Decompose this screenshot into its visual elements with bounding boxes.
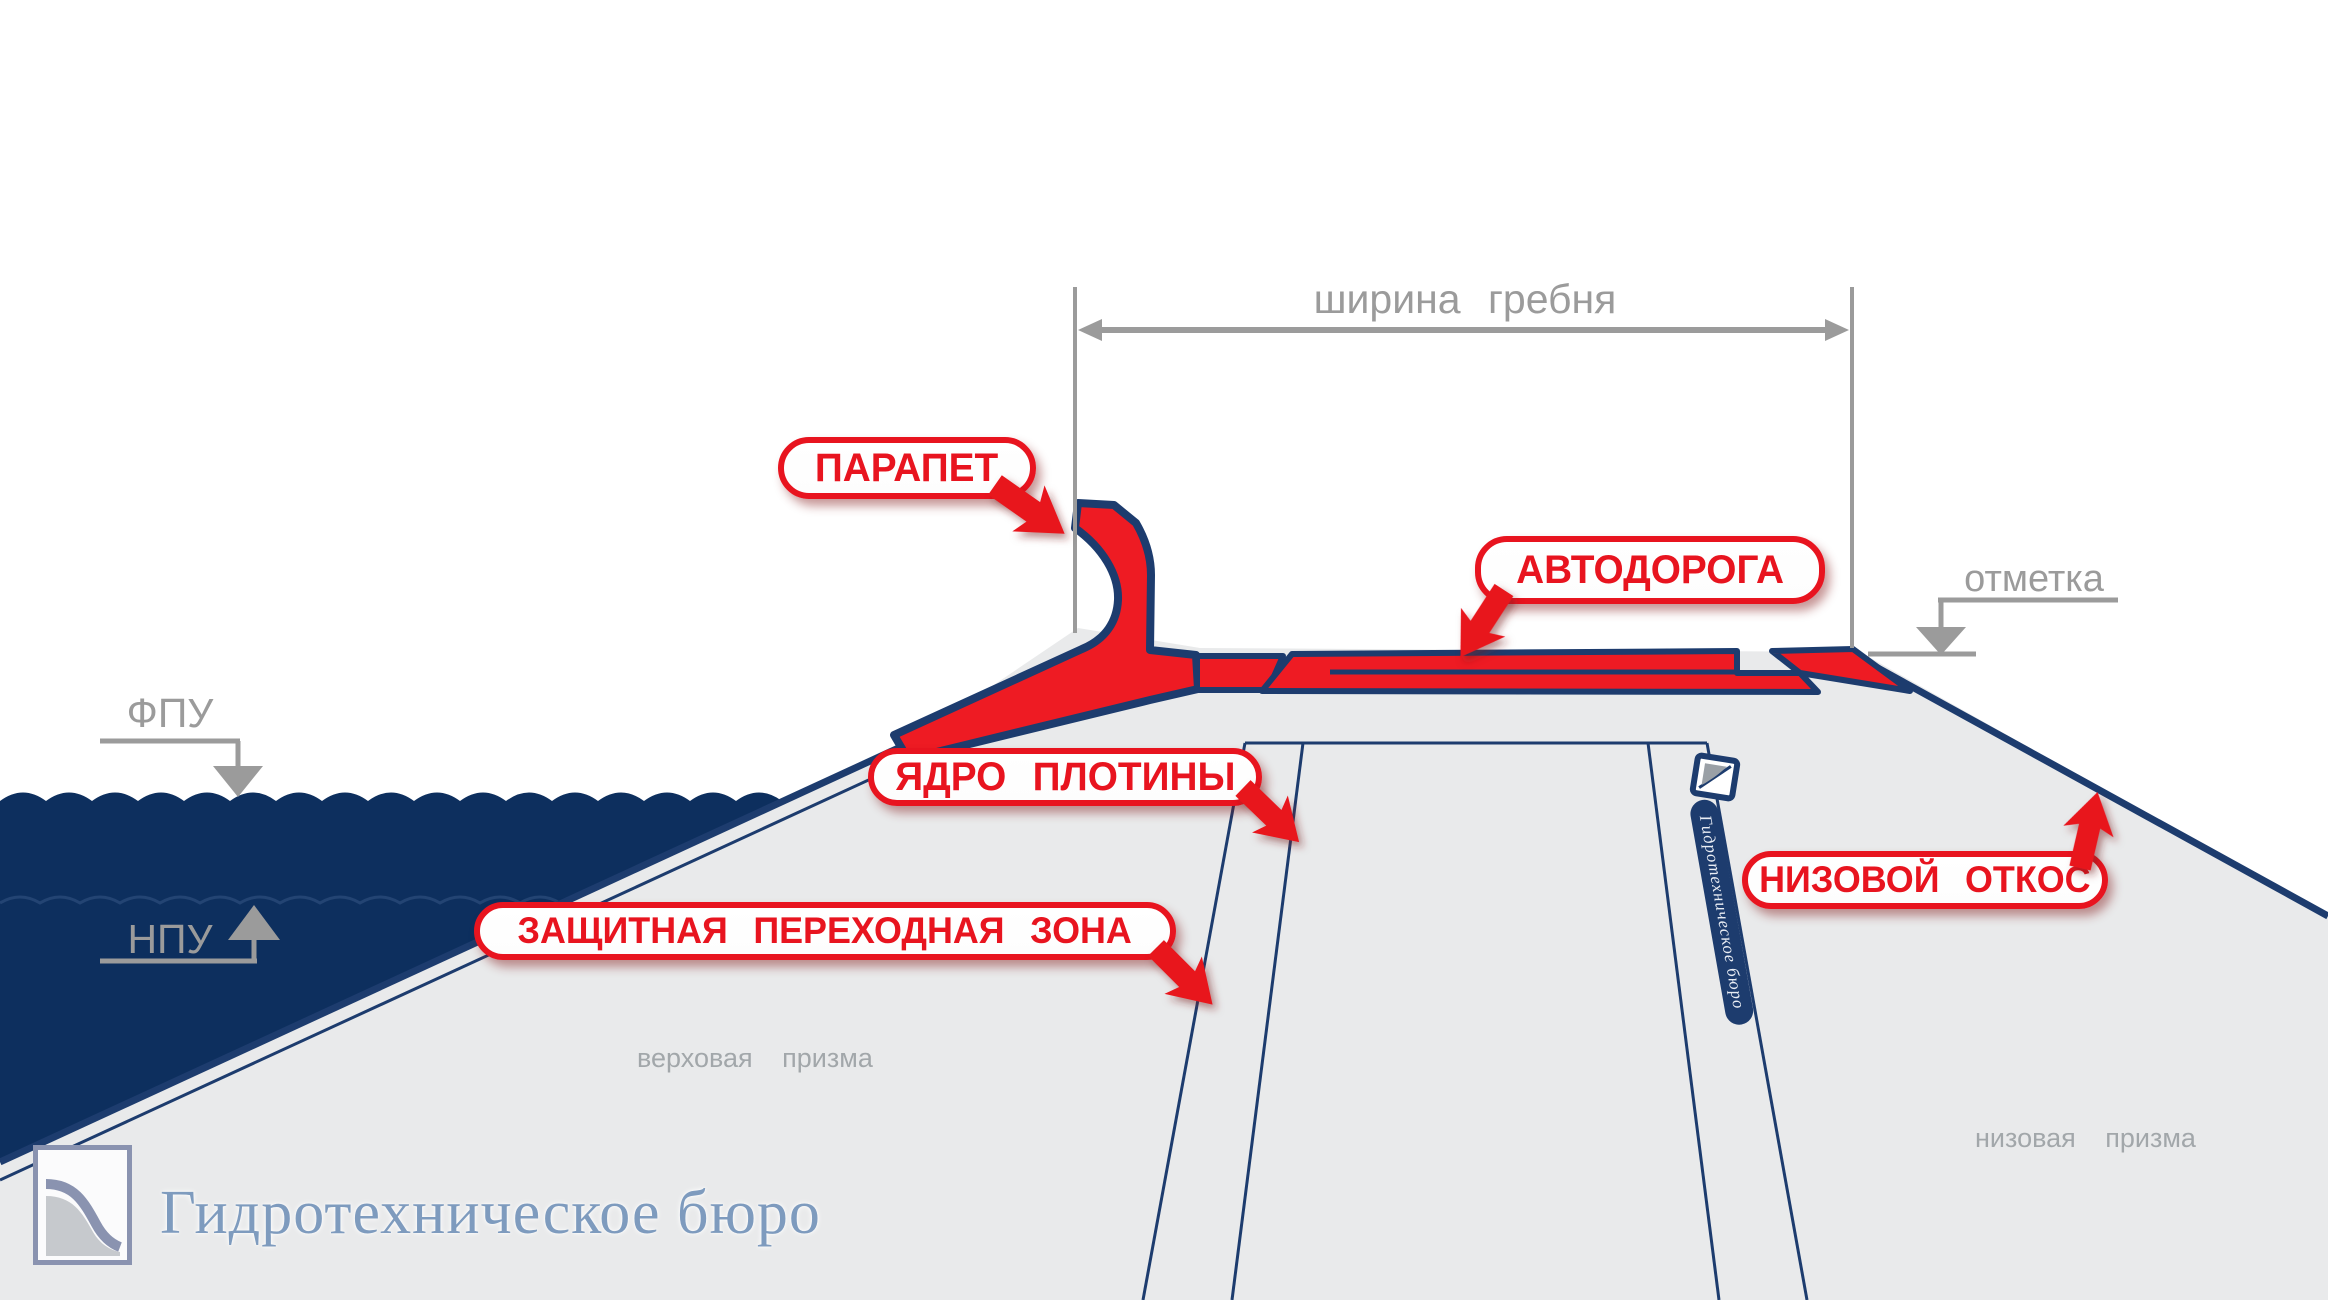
upstream-prism-label: верховая призма [637,1043,873,1073]
callout-road-label: АВТОДОРОГА [1516,547,1784,592]
elevation-label: отметка [1964,558,2104,600]
logo-text: Гидротехническое бюро [160,1179,821,1247]
watermark-sign [1688,751,1742,803]
crest-right-wedge [1769,646,1913,694]
core-right-line [1646,742,1721,1300]
logo [33,1145,132,1265]
npu-label: НПУ [127,916,213,962]
upstream-slope-line [0,741,907,1166]
npu-triangle [228,905,280,940]
dimension-arrow-right [1825,319,1849,341]
callout-core: ЯДРО ПЛОТИНЫ [868,748,1262,806]
measurements [100,287,2118,964]
watermark-sign-icon [1698,763,1732,789]
crest-width-label: ширина гребня [1313,276,1617,322]
npu-water-line [0,895,561,905]
downstream-prism-label: низовая призма [1975,1123,2196,1153]
callout-downstream-slope: НИЗОВОЙ ОТКОС [1742,851,2108,909]
callout-transition-zone: ЗАЩИТНАЯ ПЕРЕХОДНАЯ ЗОНА [474,902,1176,960]
logo-curve-icon [45,1179,122,1256]
callout-core-label: ЯДРО ПЛОТИНЫ [894,754,1236,799]
fpu-triangle [213,766,263,797]
downstream-slope-line [1854,652,2328,920]
callout-downstream-slope-label: НИЗОВОЙ ОТКОС [1759,859,2091,900]
fpu-label: ФПУ [126,690,214,736]
elevation-triangle [1916,627,1966,655]
callout-transition-zone-label: ЗАЩИТНАЯ ПЕРЕХОДНАЯ ЗОНА [517,910,1133,951]
upstream-slope-inner-line [0,758,913,1182]
callout-parapet: ПАРАПЕТ [778,437,1036,499]
callout-road: АВТОДОРОГА [1475,536,1825,604]
dimension-arrow-left [1078,319,1102,341]
downstream-transition-line [1705,742,1809,1300]
callout-parapet-label: ПАРАПЕТ [815,445,999,490]
parapet-shape [890,499,1202,763]
